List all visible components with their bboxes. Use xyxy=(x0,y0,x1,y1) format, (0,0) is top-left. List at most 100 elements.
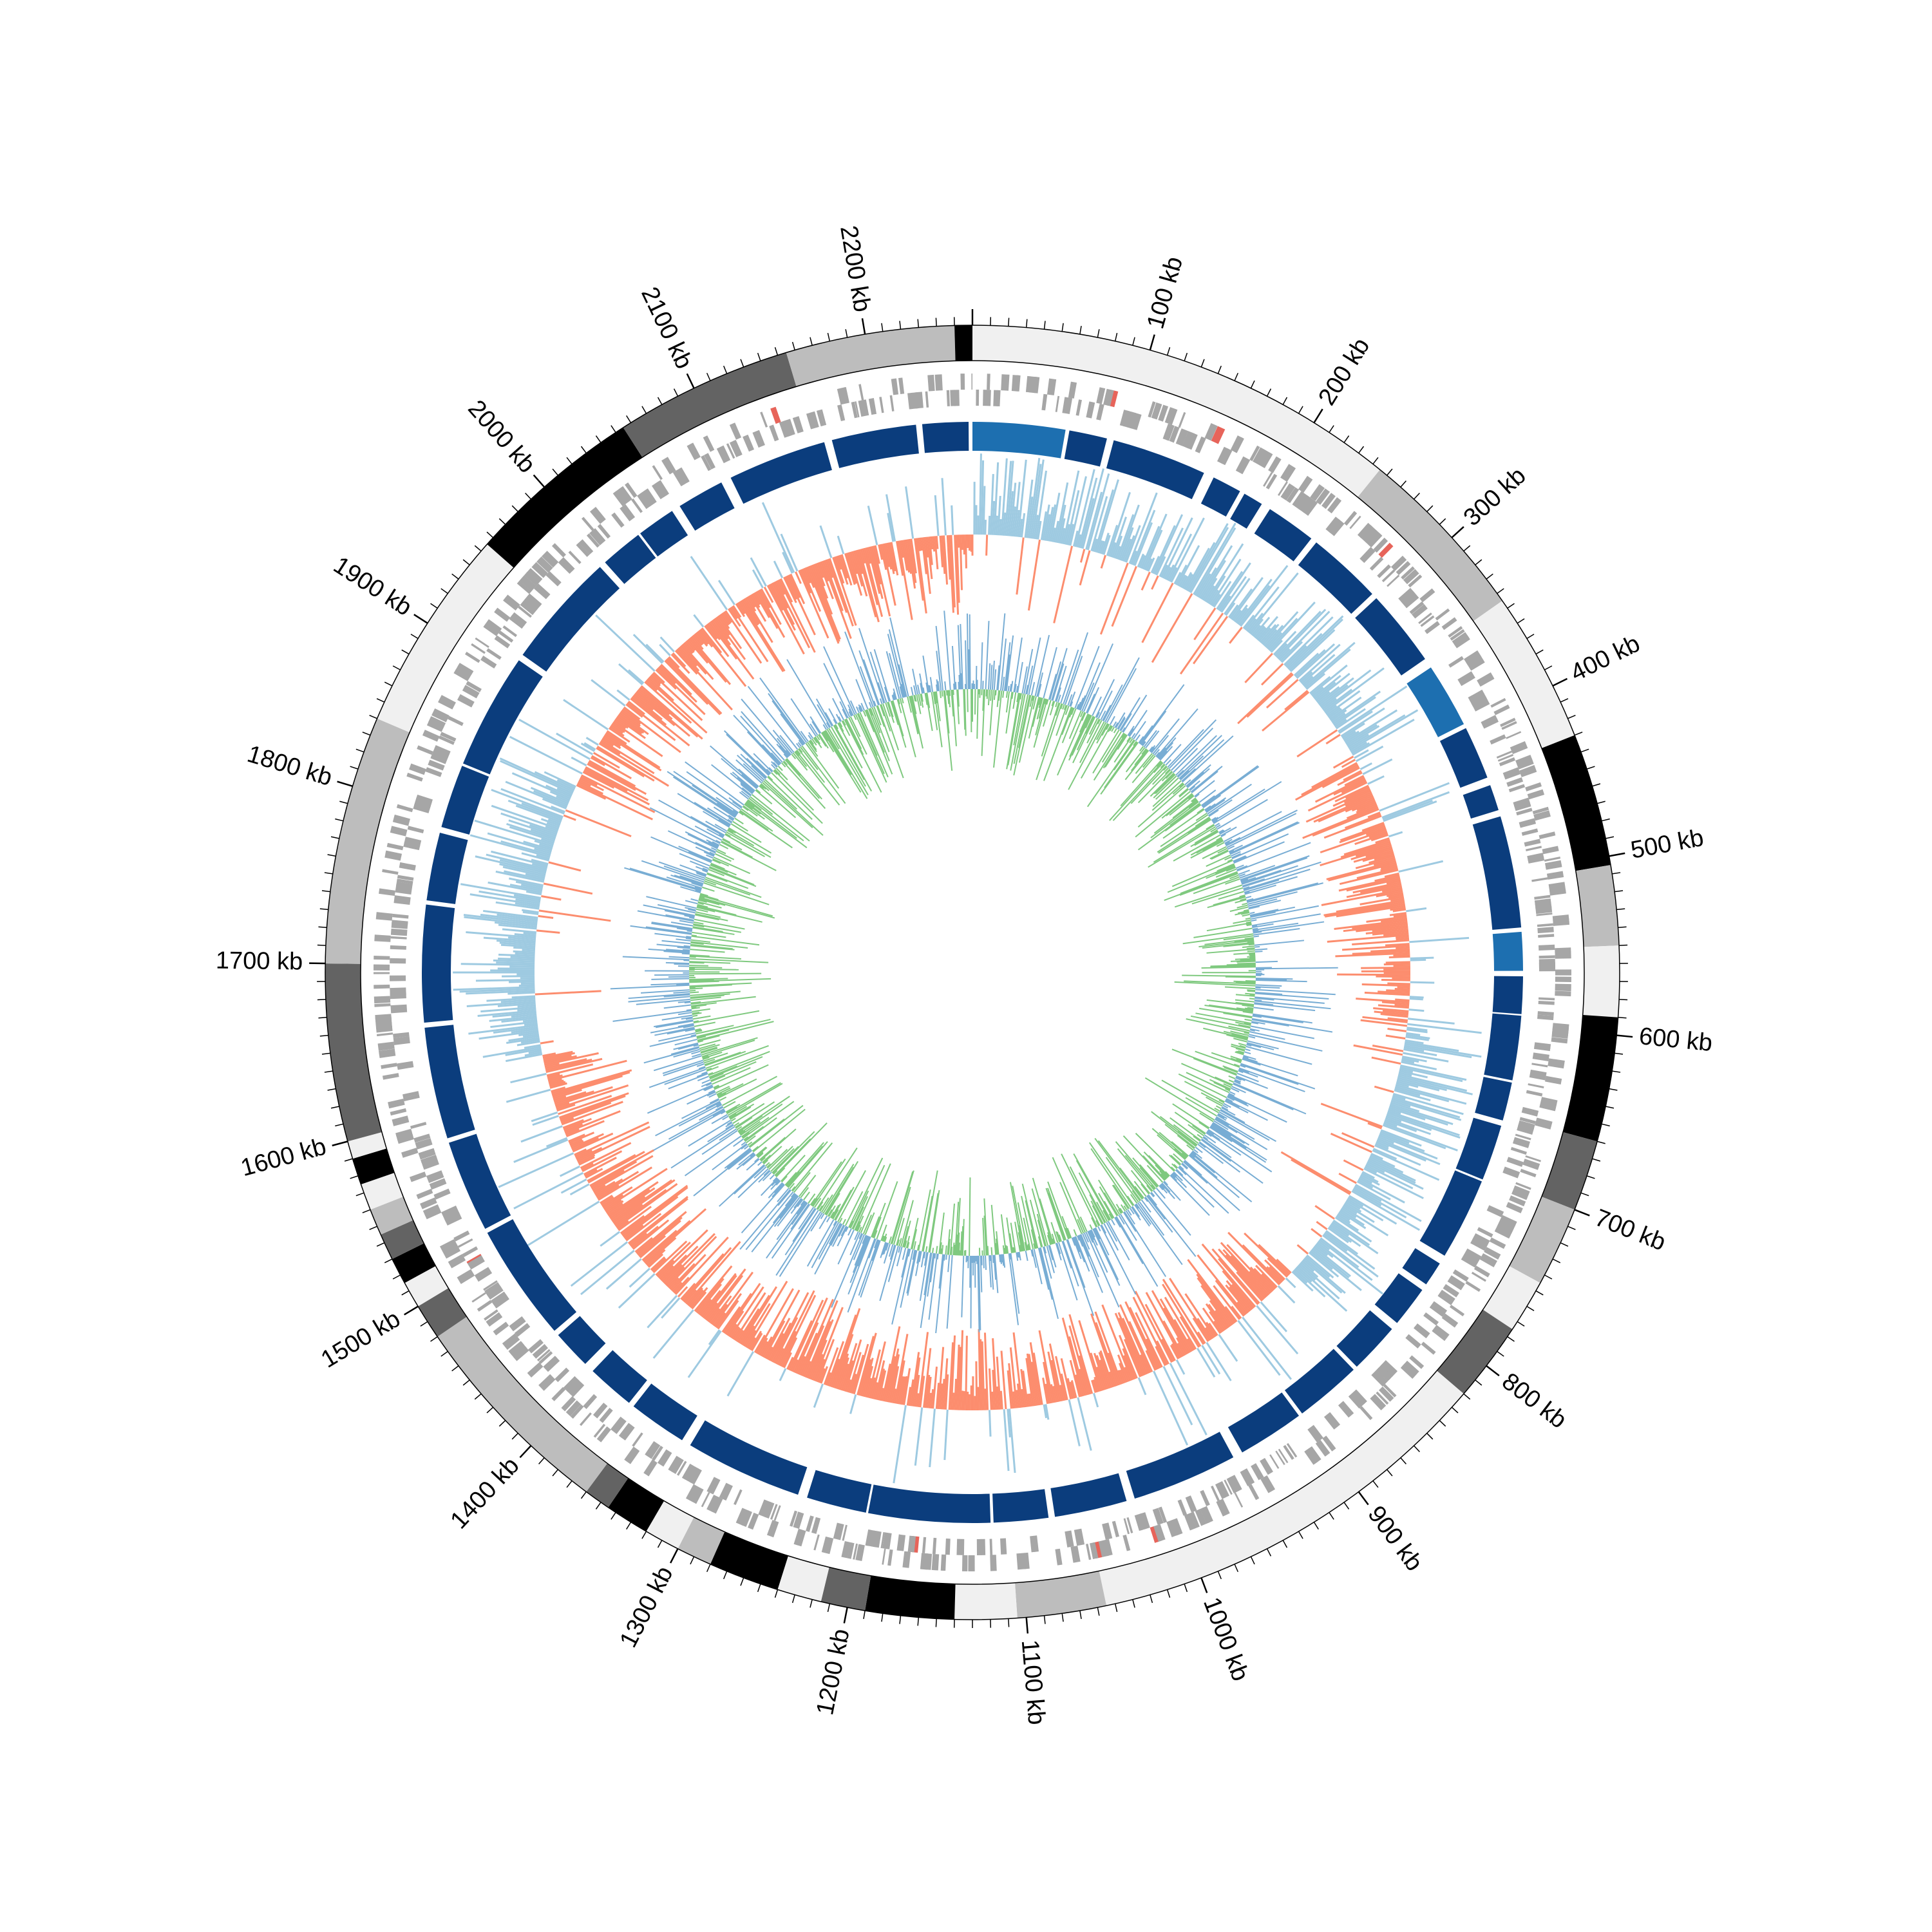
gc-bar xyxy=(686,771,741,810)
gc-bar xyxy=(929,685,932,692)
feature-mark xyxy=(1418,612,1432,624)
skew-bar xyxy=(559,1095,626,1121)
gc-bar xyxy=(772,1146,799,1173)
skew-bar xyxy=(730,606,769,663)
gc-bar xyxy=(1010,1222,1016,1253)
gc-bar xyxy=(1146,1185,1153,1193)
feature-mark xyxy=(632,1432,643,1447)
gc-bar xyxy=(717,1083,744,1097)
skew-bar xyxy=(1234,604,1248,623)
feature-mark xyxy=(1423,1312,1439,1326)
gc-bar xyxy=(1155,752,1160,757)
gc-bar xyxy=(810,716,822,734)
gc-bar xyxy=(1148,746,1153,752)
feature-mark xyxy=(392,1115,410,1126)
gc-bar xyxy=(1070,701,1074,707)
gc-bar xyxy=(725,1122,733,1128)
skew-bar xyxy=(590,1160,638,1189)
skew-bar xyxy=(1261,1273,1276,1289)
skew-bar xyxy=(498,957,535,961)
gc-bar xyxy=(1181,768,1197,782)
gc-bar xyxy=(998,690,1001,701)
skew-bar xyxy=(705,1268,746,1321)
gc-bar xyxy=(1229,822,1300,855)
skew-bar xyxy=(1242,1316,1293,1380)
gc-bar xyxy=(712,859,721,864)
gc-bar xyxy=(732,810,739,815)
gc-bar xyxy=(712,1143,748,1171)
feature-mark xyxy=(1220,448,1233,466)
gc-bar xyxy=(1188,780,1200,791)
gc-bar xyxy=(1245,923,1252,925)
gc-bar xyxy=(915,1251,922,1276)
gc-bar xyxy=(985,689,988,697)
feature-mark xyxy=(399,862,416,871)
skew-bar xyxy=(867,1349,881,1398)
gc-bar xyxy=(858,704,862,712)
gc-bar xyxy=(1124,1211,1166,1277)
gc-bar xyxy=(1255,992,1329,999)
skew-bar xyxy=(579,777,604,791)
feature-mark xyxy=(1400,1363,1417,1379)
gc-bar xyxy=(702,886,715,892)
skew-bar xyxy=(1385,943,1410,947)
feature-mark xyxy=(1148,401,1156,418)
gc-bar xyxy=(1191,1151,1253,1203)
feature-mark xyxy=(922,1537,927,1553)
skew-bar xyxy=(641,1229,677,1262)
feature-mark xyxy=(1387,574,1400,587)
gc-bar xyxy=(1150,1191,1155,1197)
gc-bar xyxy=(842,1218,846,1225)
feature-mark xyxy=(433,1188,451,1200)
gc-bar xyxy=(715,850,735,860)
skew-bar xyxy=(954,535,960,615)
gc-bar xyxy=(852,1206,864,1230)
minor-tick xyxy=(376,1242,385,1247)
skew-bar xyxy=(828,558,854,627)
skew-bar xyxy=(556,787,573,796)
skew-bar xyxy=(1337,1213,1351,1224)
skew-bar xyxy=(1296,1265,1348,1312)
gc-bar xyxy=(1061,1153,1098,1227)
gc-bar xyxy=(1113,739,1136,771)
feature-mark xyxy=(1322,1435,1336,1452)
gc-bar xyxy=(1192,1150,1202,1159)
skew-bar xyxy=(888,542,896,572)
gc-bar xyxy=(834,1189,852,1220)
skew-bar xyxy=(1310,664,1348,696)
skew-bar xyxy=(1323,667,1385,713)
gc-bar xyxy=(1164,872,1238,901)
skew-bar xyxy=(837,535,845,554)
skew-bar xyxy=(1254,625,1265,639)
gc-bar xyxy=(781,1154,806,1182)
gc-bar xyxy=(1155,1164,1168,1179)
skew-bar xyxy=(895,1360,905,1405)
gc-bar xyxy=(1035,698,1046,735)
feature-mark xyxy=(703,435,715,452)
skew-bar xyxy=(1356,924,1408,933)
skew-bar xyxy=(608,727,630,743)
gc-bar xyxy=(883,1243,891,1264)
gc-bar xyxy=(847,704,854,716)
skew-bar xyxy=(606,730,627,745)
gc-bar xyxy=(698,1039,721,1046)
gc-bar xyxy=(1121,727,1126,733)
skew-bar xyxy=(578,1156,595,1166)
gc-bar xyxy=(1157,737,1177,759)
gc-bar xyxy=(842,720,846,726)
gc-bar xyxy=(881,1235,885,1242)
feature-mark xyxy=(743,434,755,452)
skew-bar xyxy=(1346,724,1380,746)
feature-mark xyxy=(1533,810,1551,821)
skew-bar xyxy=(996,1356,1001,1410)
gc-bar xyxy=(1218,829,1224,833)
gc-bar xyxy=(1002,1245,1005,1255)
feature-mark xyxy=(858,384,864,401)
gc-bar xyxy=(1219,827,1231,835)
gc-bar xyxy=(1233,952,1256,955)
feature-mark xyxy=(1538,944,1555,951)
minor-tick xyxy=(1609,1088,1618,1091)
feature-mark xyxy=(857,1544,865,1562)
skew-bar xyxy=(727,1323,737,1337)
gc-bar xyxy=(663,951,690,954)
